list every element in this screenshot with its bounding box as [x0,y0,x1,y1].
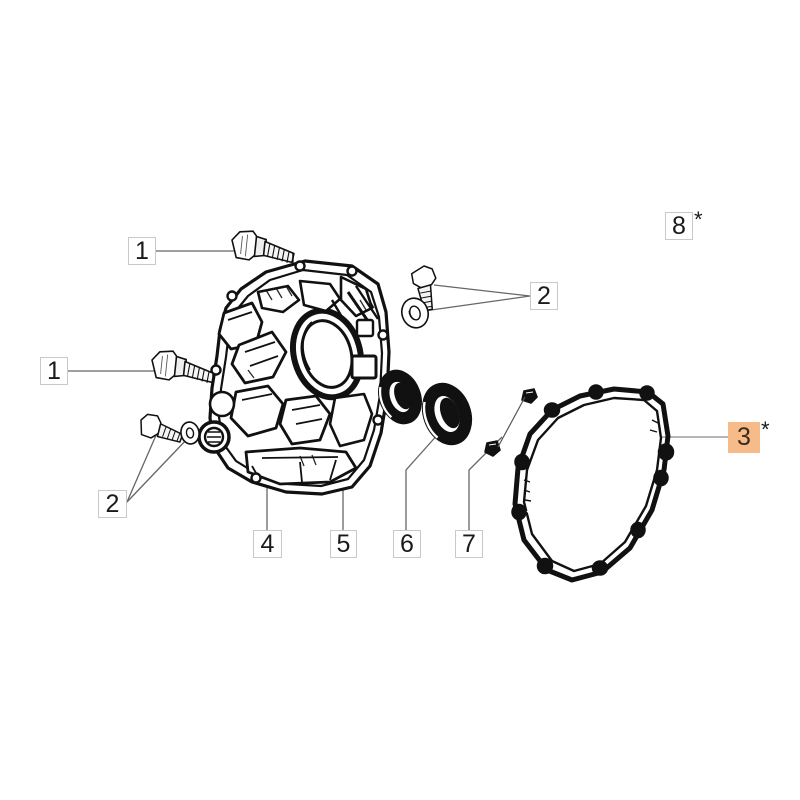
callout-2-left[interactable]: 2 [98,490,127,518]
gasket-bolt-lugs [511,384,675,576]
callout-1-top[interactable]: 1 [128,237,156,265]
dowel-pin-lower [484,440,501,457]
callout-1-left[interactable]: 1 [40,357,68,385]
leader-line-2-bolt-upper [433,284,531,297]
oil-seal-small [378,369,422,425]
dowel-pin-upper [521,388,538,404]
callout-8-asterisk: * [694,207,703,232]
leader-line-2-bolt-lower [126,432,158,503]
flange-bolt-upper [229,228,297,266]
callout-3-asterisk: * [761,417,770,442]
drain-plug-boss [197,420,231,454]
dowel-pin-connector [497,396,526,448]
callout-2-right-label: 2 [537,281,551,310]
flange-bolt-lower [149,348,217,386]
leader-line-2-washer-upper [416,295,531,313]
oil-seal-large [421,382,473,446]
callout-3-label: 3 [737,423,751,451]
callout-8-label: 8 [672,211,686,240]
leader-line-2-washer-lower [126,436,190,503]
callout-1-left-label: 1 [47,356,61,385]
callout-5-label: 5 [336,529,351,558]
callout-3-gasket[interactable]: 3 [728,422,760,453]
callout-6-label: 6 [400,529,414,558]
callout-5-seal-small[interactable]: 5 [330,530,357,558]
callout-8[interactable]: 8 [665,212,693,240]
callout-1-top-label: 1 [135,236,149,265]
callout-2-right[interactable]: 2 [530,282,558,310]
callout-7-label: 7 [462,529,476,558]
callout-2-left-label: 2 [105,489,120,518]
crankcase-cover-gasket [511,384,675,583]
callout-4-cover[interactable]: 4 [253,530,282,558]
washer-lower [180,421,200,445]
crankcase-cover-casting [197,259,391,496]
callout-6-seal-large[interactable]: 6 [393,530,421,558]
bolt-lower-small [136,411,187,446]
callout-7-dowel-pins[interactable]: 7 [455,530,483,558]
callout-4-label: 4 [260,529,275,558]
leader-line-6 [405,422,449,530]
